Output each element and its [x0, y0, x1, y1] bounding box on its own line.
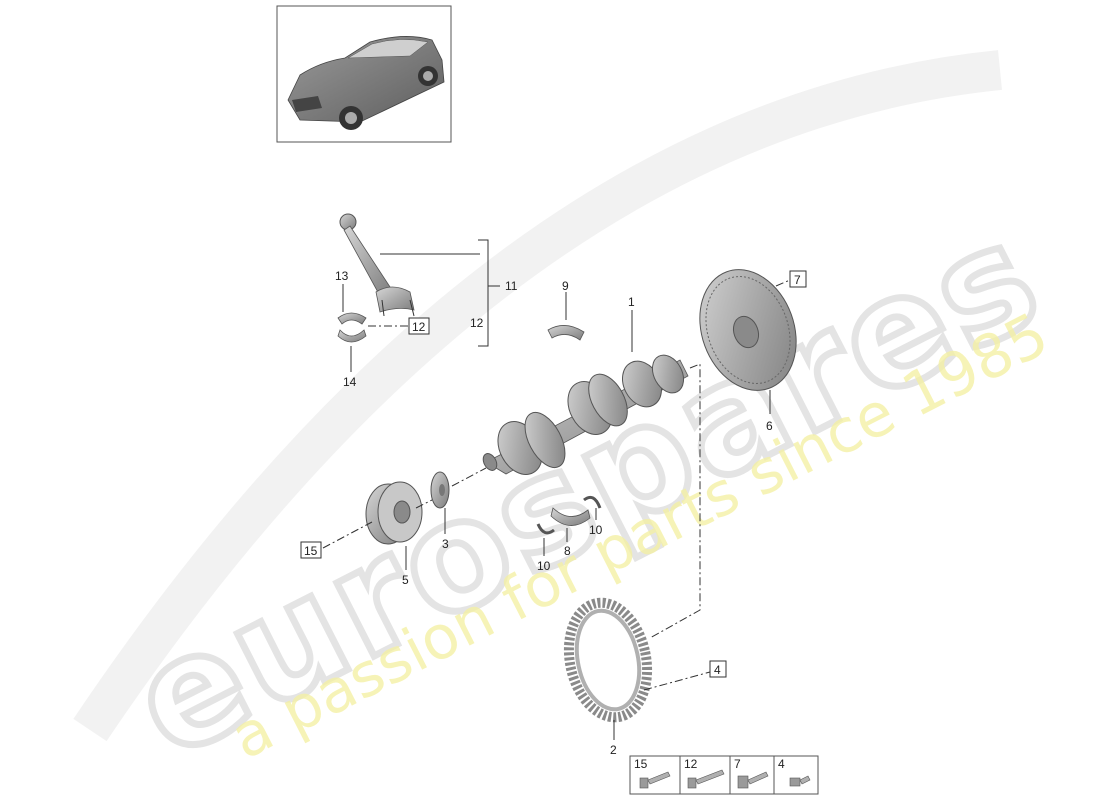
callouts: 1 2 3 4 5 6 7 8 9 10 10 11 12 12 13 14 1… — [300, 269, 807, 757]
callout-15-box — [300, 541, 322, 559]
connecting-rod — [339, 213, 415, 317]
callout-6: 6 — [766, 419, 773, 433]
main-bearing-upper — [547, 325, 585, 341]
main-bearing-lower — [550, 507, 591, 526]
watermark-swoosh — [73, 50, 1003, 742]
trigger-wheel — [563, 597, 653, 723]
callout-15: 15 — [304, 544, 318, 558]
legend-label-12: 12 — [684, 757, 698, 771]
flywheel — [699, 269, 797, 391]
callout-5: 5 — [402, 573, 409, 587]
legend-label-15: 15 — [634, 757, 648, 771]
bolt-icon — [687, 769, 725, 789]
crank-gear — [430, 471, 450, 509]
callout-13: 13 — [335, 269, 349, 283]
callout-14: 14 — [343, 375, 357, 389]
bearing-shells-rod — [337, 312, 367, 343]
callout-2: 2 — [610, 743, 617, 757]
thrust-washers — [536, 495, 602, 535]
callout-7: 7 — [794, 273, 801, 287]
callout-10b: 10 — [589, 523, 603, 537]
callout-10a: 10 — [537, 559, 551, 573]
legend-cell-15 — [629, 755, 681, 795]
callout-4: 4 — [714, 663, 721, 677]
vehicle-thumbnail — [276, 5, 452, 143]
callout-12b-box — [408, 317, 430, 335]
bolt-icon — [639, 771, 671, 789]
legend-cell-4 — [773, 755, 819, 795]
callout-1: 1 — [628, 295, 635, 309]
callout-8: 8 — [564, 544, 571, 558]
pulley — [365, 481, 423, 545]
bolt-icon — [789, 775, 811, 787]
callout-3: 3 — [442, 537, 449, 551]
car-image — [287, 36, 445, 130]
callout-4-box — [709, 660, 727, 678]
callout-11: 11 — [505, 279, 518, 293]
leader-lines — [322, 239, 791, 740]
legend-label-4: 4 — [778, 757, 785, 771]
callout-7-box — [789, 270, 807, 288]
callout-12a: 12 — [470, 316, 484, 330]
callout-12b: 12 — [412, 320, 426, 334]
bolt-icon — [737, 771, 769, 789]
crankshaft — [482, 354, 689, 475]
fastener-legend: 15 12 7 4 — [629, 755, 819, 795]
legend-label-7: 7 — [734, 757, 741, 771]
callout-9: 9 — [562, 279, 569, 293]
